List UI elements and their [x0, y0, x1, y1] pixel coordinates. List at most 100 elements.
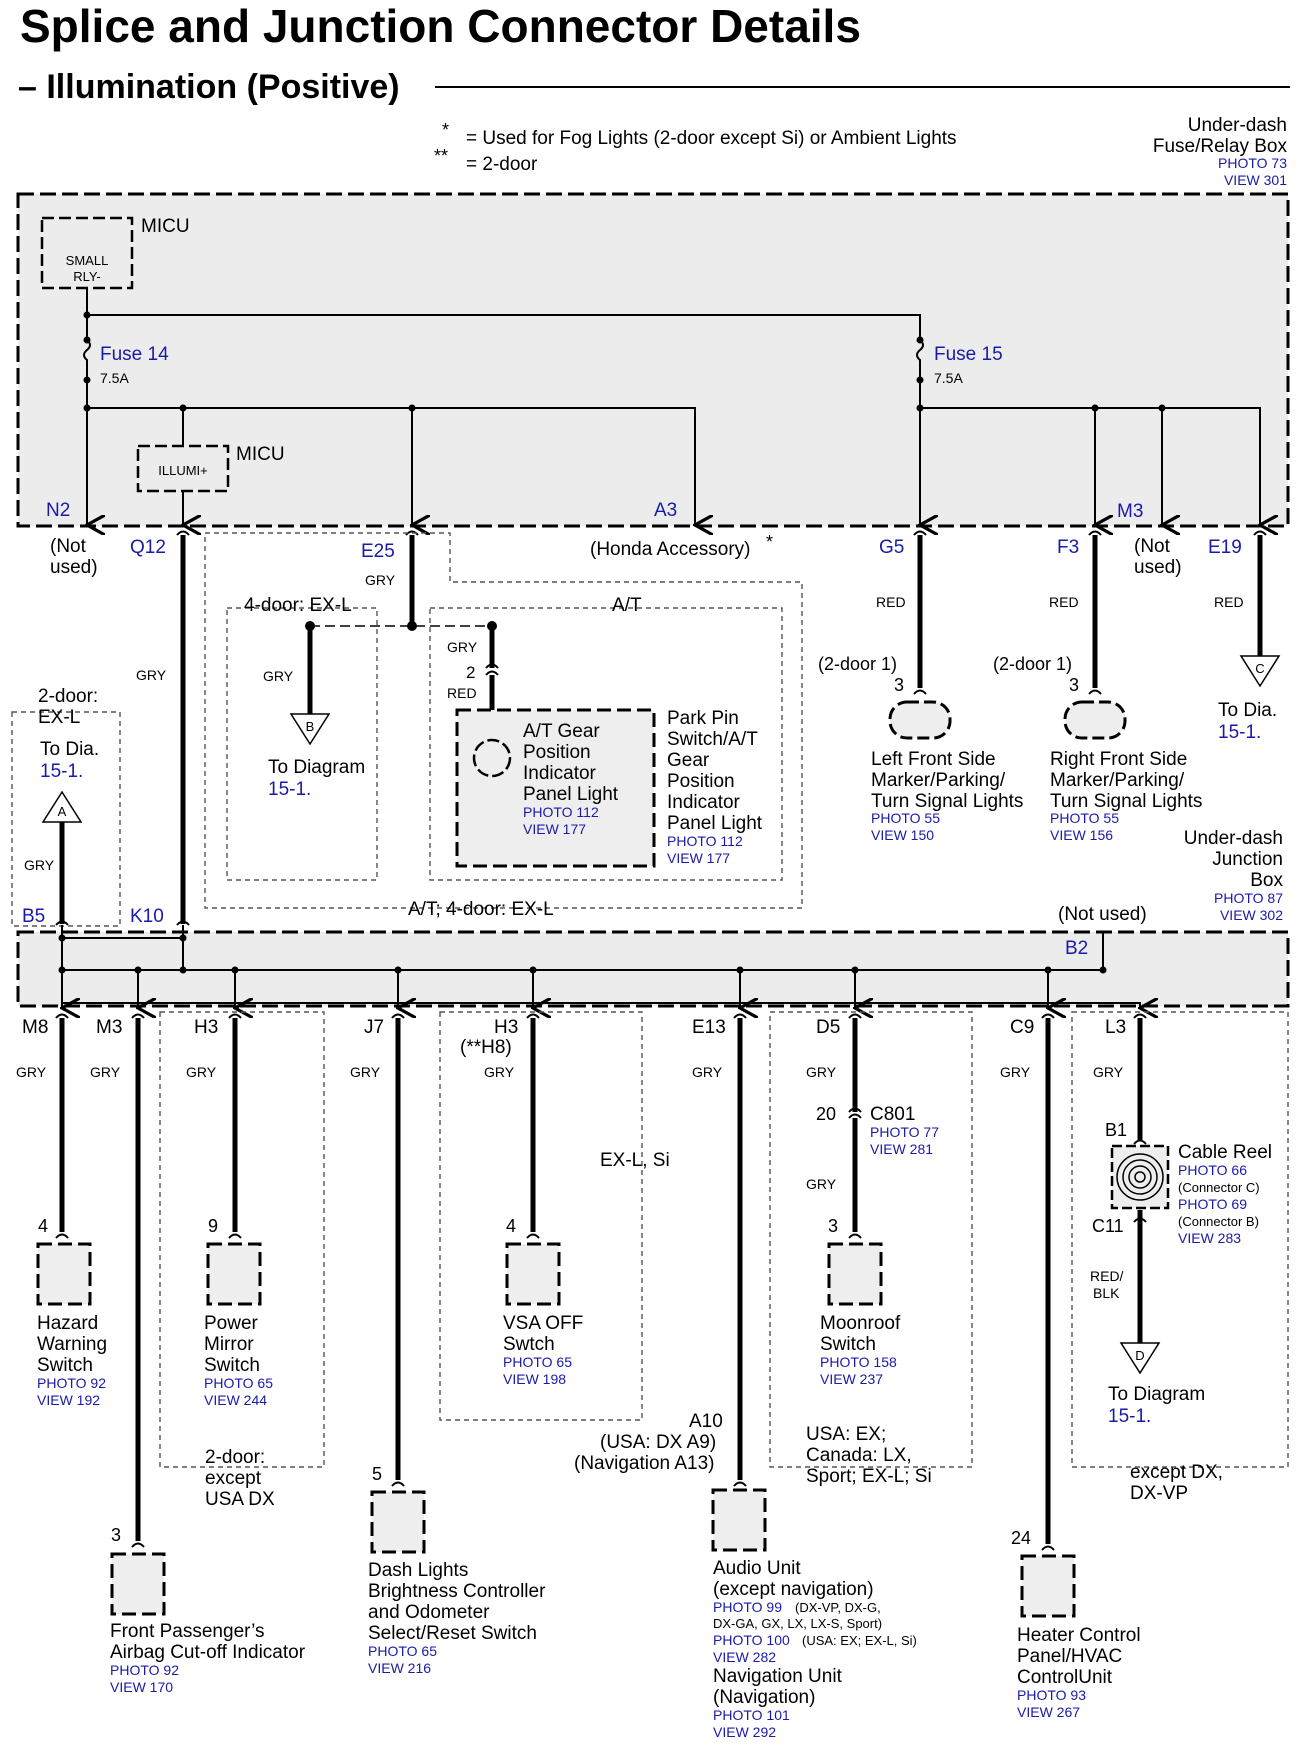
micu-illumi-text: ILLUMI+	[158, 463, 208, 478]
splice-dot	[179, 934, 187, 942]
at-region	[429, 607, 783, 881]
q12-wire-color: GRY	[136, 667, 167, 683]
airbag-l2: Airbag Cut-off Indicator	[110, 1642, 306, 1663]
park-view: VIEW 177	[667, 850, 730, 866]
dash-l1: Dash Lights	[368, 1560, 468, 1581]
heater-l2: Panel/HVAC	[1017, 1646, 1122, 1667]
airbag-cutoff-indicator	[110, 1552, 166, 1616]
moonroof-photo: PHOTO 158	[820, 1354, 897, 1370]
vsa-l1: VSA OFF	[503, 1313, 583, 1334]
connector-forks-top	[176, 530, 1267, 536]
cable-reel-p1: PHOTO 66	[1178, 1162, 1247, 1178]
connector-fork	[733, 1481, 747, 1487]
mirror-l2: Mirror	[204, 1334, 254, 1355]
g5-wire-color: RED	[876, 594, 906, 610]
connector-fork	[913, 689, 927, 695]
j7-wire-color: GRY	[350, 1064, 381, 1080]
hazard-pin: 4	[38, 1216, 48, 1236]
mirror-l3: Switch	[204, 1355, 260, 1376]
to-b-wire-color: GRY	[263, 668, 294, 684]
to-b-letter: B	[306, 719, 315, 734]
terminal-j7: J7	[364, 1017, 384, 1038]
junction-box-label: Under-dash Junction Box PHOTO 87 VIEW 30…	[1184, 828, 1284, 923]
cable-reel-cond-2: DX-VP	[1130, 1483, 1188, 1504]
left-marker-note: (2-door 1)	[818, 654, 897, 674]
svg-text:Under-dash: Under-dash	[1188, 115, 1287, 136]
dstar-note: = 2-door	[466, 154, 538, 175]
terminal-e19: E19	[1208, 537, 1242, 558]
f3-wire-color: RED	[1049, 594, 1079, 610]
audio-l1: Audio Unit	[713, 1558, 801, 1579]
to-a-text-2: 15-1.	[40, 761, 83, 782]
audio-p2-note: (USA: EX; EX-L, Si)	[802, 1633, 917, 1648]
mirror-photo: PHOTO 65	[204, 1375, 273, 1391]
gear-pin-2: 2	[466, 663, 475, 682]
terminal-m8: M8	[22, 1017, 48, 1038]
moonroof-cond-3: Sport; EX-L; Si	[806, 1466, 932, 1487]
cable-reel-n1: (Connector C)	[1178, 1180, 1260, 1195]
vsa-cond: EX-L, Si	[600, 1150, 670, 1171]
audio-p1-note-2: DX-GA, GX, LX, LX-S, Sport)	[713, 1616, 882, 1631]
terminal-h8: (**H8)	[460, 1037, 512, 1058]
terminal-h3-a: H3	[194, 1017, 218, 1038]
gear-wire-color-1: GRY	[447, 639, 478, 655]
moonroof-cond-2: Canada: LX,	[806, 1445, 912, 1466]
m3-note-1: (Not	[1134, 536, 1171, 557]
terminal-a3: A3	[654, 500, 677, 521]
connector-fork	[55, 1233, 69, 1239]
heater-view: VIEW 267	[1017, 1704, 1080, 1720]
splice-dot	[916, 404, 924, 412]
terminal-q12: Q12	[130, 537, 166, 558]
mirror-pin: 9	[208, 1216, 218, 1236]
b5-wire-color: GRY	[24, 857, 55, 873]
left-marker-l1: Left Front Side	[871, 749, 996, 770]
at-label: A/T	[612, 595, 642, 616]
hazard-photo: PHOTO 92	[37, 1375, 106, 1391]
airbag-l1: Front Passenger’s	[110, 1621, 265, 1642]
terminal-e25: E25	[361, 541, 395, 562]
c801-photo: PHOTO 77	[870, 1124, 939, 1140]
c11-wire-color-1: RED/	[1090, 1268, 1124, 1284]
connector-fork	[228, 1233, 242, 1239]
heater-control-panel	[1020, 1554, 1076, 1618]
terminal-h3-b: H3	[494, 1017, 518, 1038]
heater-photo: PHOTO 93	[1017, 1687, 1086, 1703]
airbag-pin: 3	[111, 1525, 121, 1545]
terminal-l3: L3	[1105, 1017, 1126, 1038]
gear-l1: A/T Gear	[523, 721, 600, 742]
gear-l4: Panel Light	[523, 784, 619, 805]
to-a-cond-2: EX-L	[38, 707, 80, 728]
a3-note: (Honda Accessory)	[590, 539, 751, 560]
connector-fork	[848, 1233, 862, 1239]
cable-reel-b1: B1	[1105, 1120, 1127, 1140]
left-marker-photo: PHOTO 55	[871, 810, 940, 826]
right-marker-l1: Right Front Side	[1050, 749, 1187, 770]
svg-text:PHOTO 73: PHOTO 73	[1218, 155, 1287, 171]
hazard-l2: Warning	[37, 1334, 107, 1355]
m8-wire-color: GRY	[16, 1064, 47, 1080]
page-title: Splice and Junction Connector Details	[20, 0, 861, 52]
jb-dots	[134, 966, 1052, 974]
connector-forks-mid	[55, 920, 190, 926]
moonroof-cond-region	[769, 1011, 973, 1468]
left-marker-view: VIEW 150	[871, 827, 934, 843]
connector-fork	[1133, 1139, 1147, 1145]
right-marker-light	[1063, 700, 1127, 740]
d5-wire-color: GRY	[806, 1064, 837, 1080]
vsa-view: VIEW 198	[503, 1371, 566, 1387]
cable-reel-cond-region	[1071, 1011, 1289, 1468]
cable-reel-view: VIEW 283	[1178, 1230, 1241, 1246]
dash-pin: 5	[372, 1464, 382, 1484]
gear-l2: Position	[523, 742, 591, 763]
vsa-cond-region	[439, 1011, 643, 1421]
vsa-off-switch	[505, 1242, 561, 1306]
right-marker-l3: Turn Signal Lights	[1050, 791, 1202, 812]
fuse-relay-box-label: Under-dash Fuse/Relay Box PHOTO 73 VIEW …	[1153, 115, 1288, 188]
gear-l3: Indicator	[523, 763, 597, 784]
terminal-f3: F3	[1057, 537, 1079, 558]
terminal-k10: K10	[130, 906, 164, 927]
mirror-cond-2: except	[205, 1468, 262, 1489]
park-l2: Switch/A/T	[667, 729, 758, 750]
to-c-triangle	[1239, 655, 1281, 688]
svg-text:PHOTO 87: PHOTO 87	[1214, 890, 1283, 906]
